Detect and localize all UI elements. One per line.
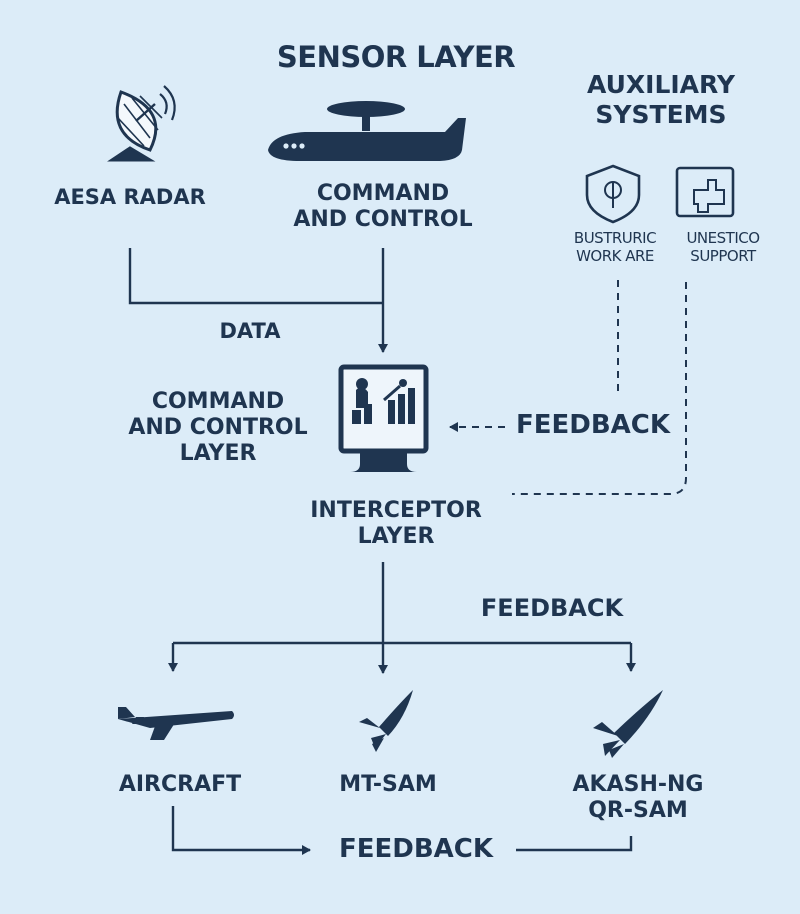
shield-icon xyxy=(585,164,641,224)
feedback-right-label: FEEDBACK xyxy=(515,410,671,440)
satellite-dish-icon xyxy=(107,85,176,162)
mt-sam-missile-icon xyxy=(359,690,413,752)
akash-feedback-connector xyxy=(516,836,633,852)
aux-dashed-line-2 xyxy=(512,282,687,495)
akash-missile-icon xyxy=(593,690,663,758)
feedback-bottom-label: FEEDBACK xyxy=(338,834,494,864)
aircraft-feedback-arrow xyxy=(171,806,311,855)
interceptor-layer-label: INTERCEPTOR LAYER xyxy=(310,498,482,549)
sensor-layer-title: SENSOR LAYER xyxy=(276,40,516,74)
aesa-radar-label: AESA RADAR xyxy=(54,185,206,209)
awacs-plane-icon xyxy=(268,101,466,161)
aux-item-2-label: UNESTICO SUPPORT xyxy=(686,229,760,265)
radar-connector xyxy=(128,248,383,305)
data-label: DATA xyxy=(219,319,281,343)
c2-layer-label: COMMAND AND CONTROL LAYER xyxy=(128,389,308,466)
aircraft-icon xyxy=(118,707,234,740)
support-puzzle-icon xyxy=(675,166,735,218)
feedback-mid-label: FEEDBACK xyxy=(480,594,624,622)
command-control-label: COMMAND AND CONTROL xyxy=(293,181,473,232)
mt-sam-label: MT-SAM xyxy=(339,772,437,797)
monitor-chart-icon xyxy=(338,364,429,472)
aux-item-1-label: BUSTRURIC WORK ARE xyxy=(573,229,657,265)
auxiliary-systems-title: AUXILIARY SYSTEMS xyxy=(586,70,736,129)
aircraft-label: AIRCRAFT xyxy=(118,772,242,797)
akash-label: AKASH-NG QR-SAM xyxy=(572,772,704,823)
